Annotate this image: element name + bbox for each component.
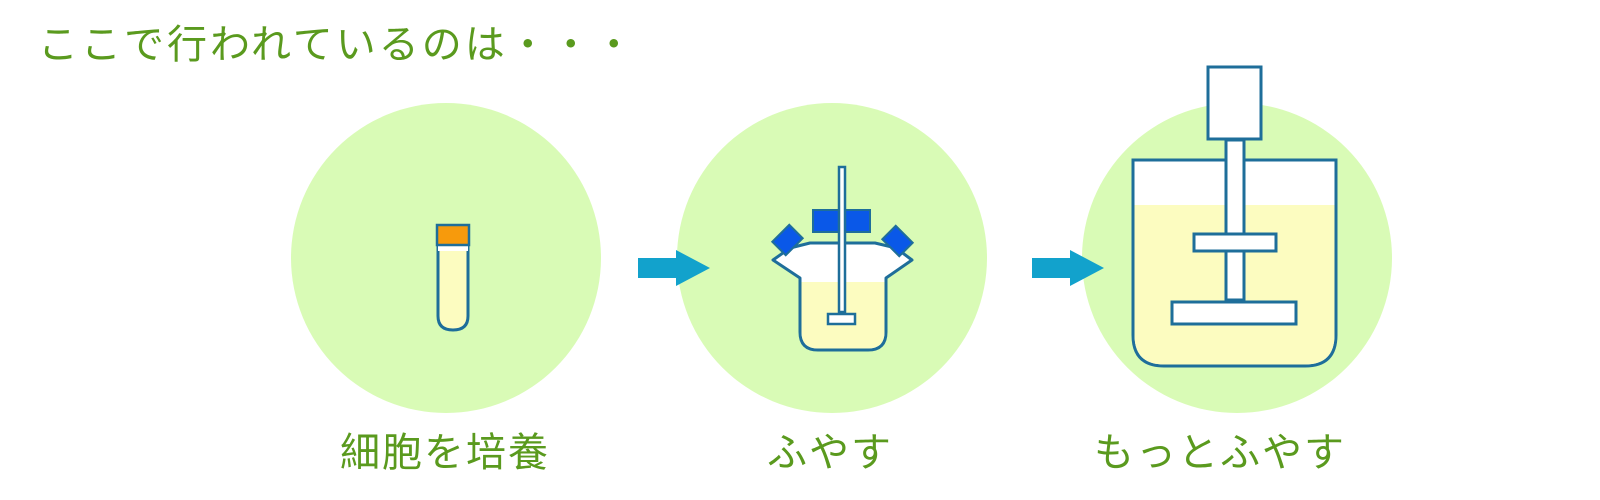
test-tube-icon xyxy=(435,223,471,332)
step-label-culture: 細胞を培養 xyxy=(340,430,550,476)
page-title: ここで行われているのは・・・ xyxy=(38,22,637,68)
small-bioreactor-icon xyxy=(770,165,915,352)
step-label-grow-more: もっとふやす xyxy=(1094,430,1346,476)
step-label-grow: ふやす xyxy=(767,430,893,476)
arrow-right-icon xyxy=(638,250,710,286)
large-bioreactor-icon xyxy=(1131,65,1338,368)
arrow-right-icon xyxy=(1032,250,1104,286)
